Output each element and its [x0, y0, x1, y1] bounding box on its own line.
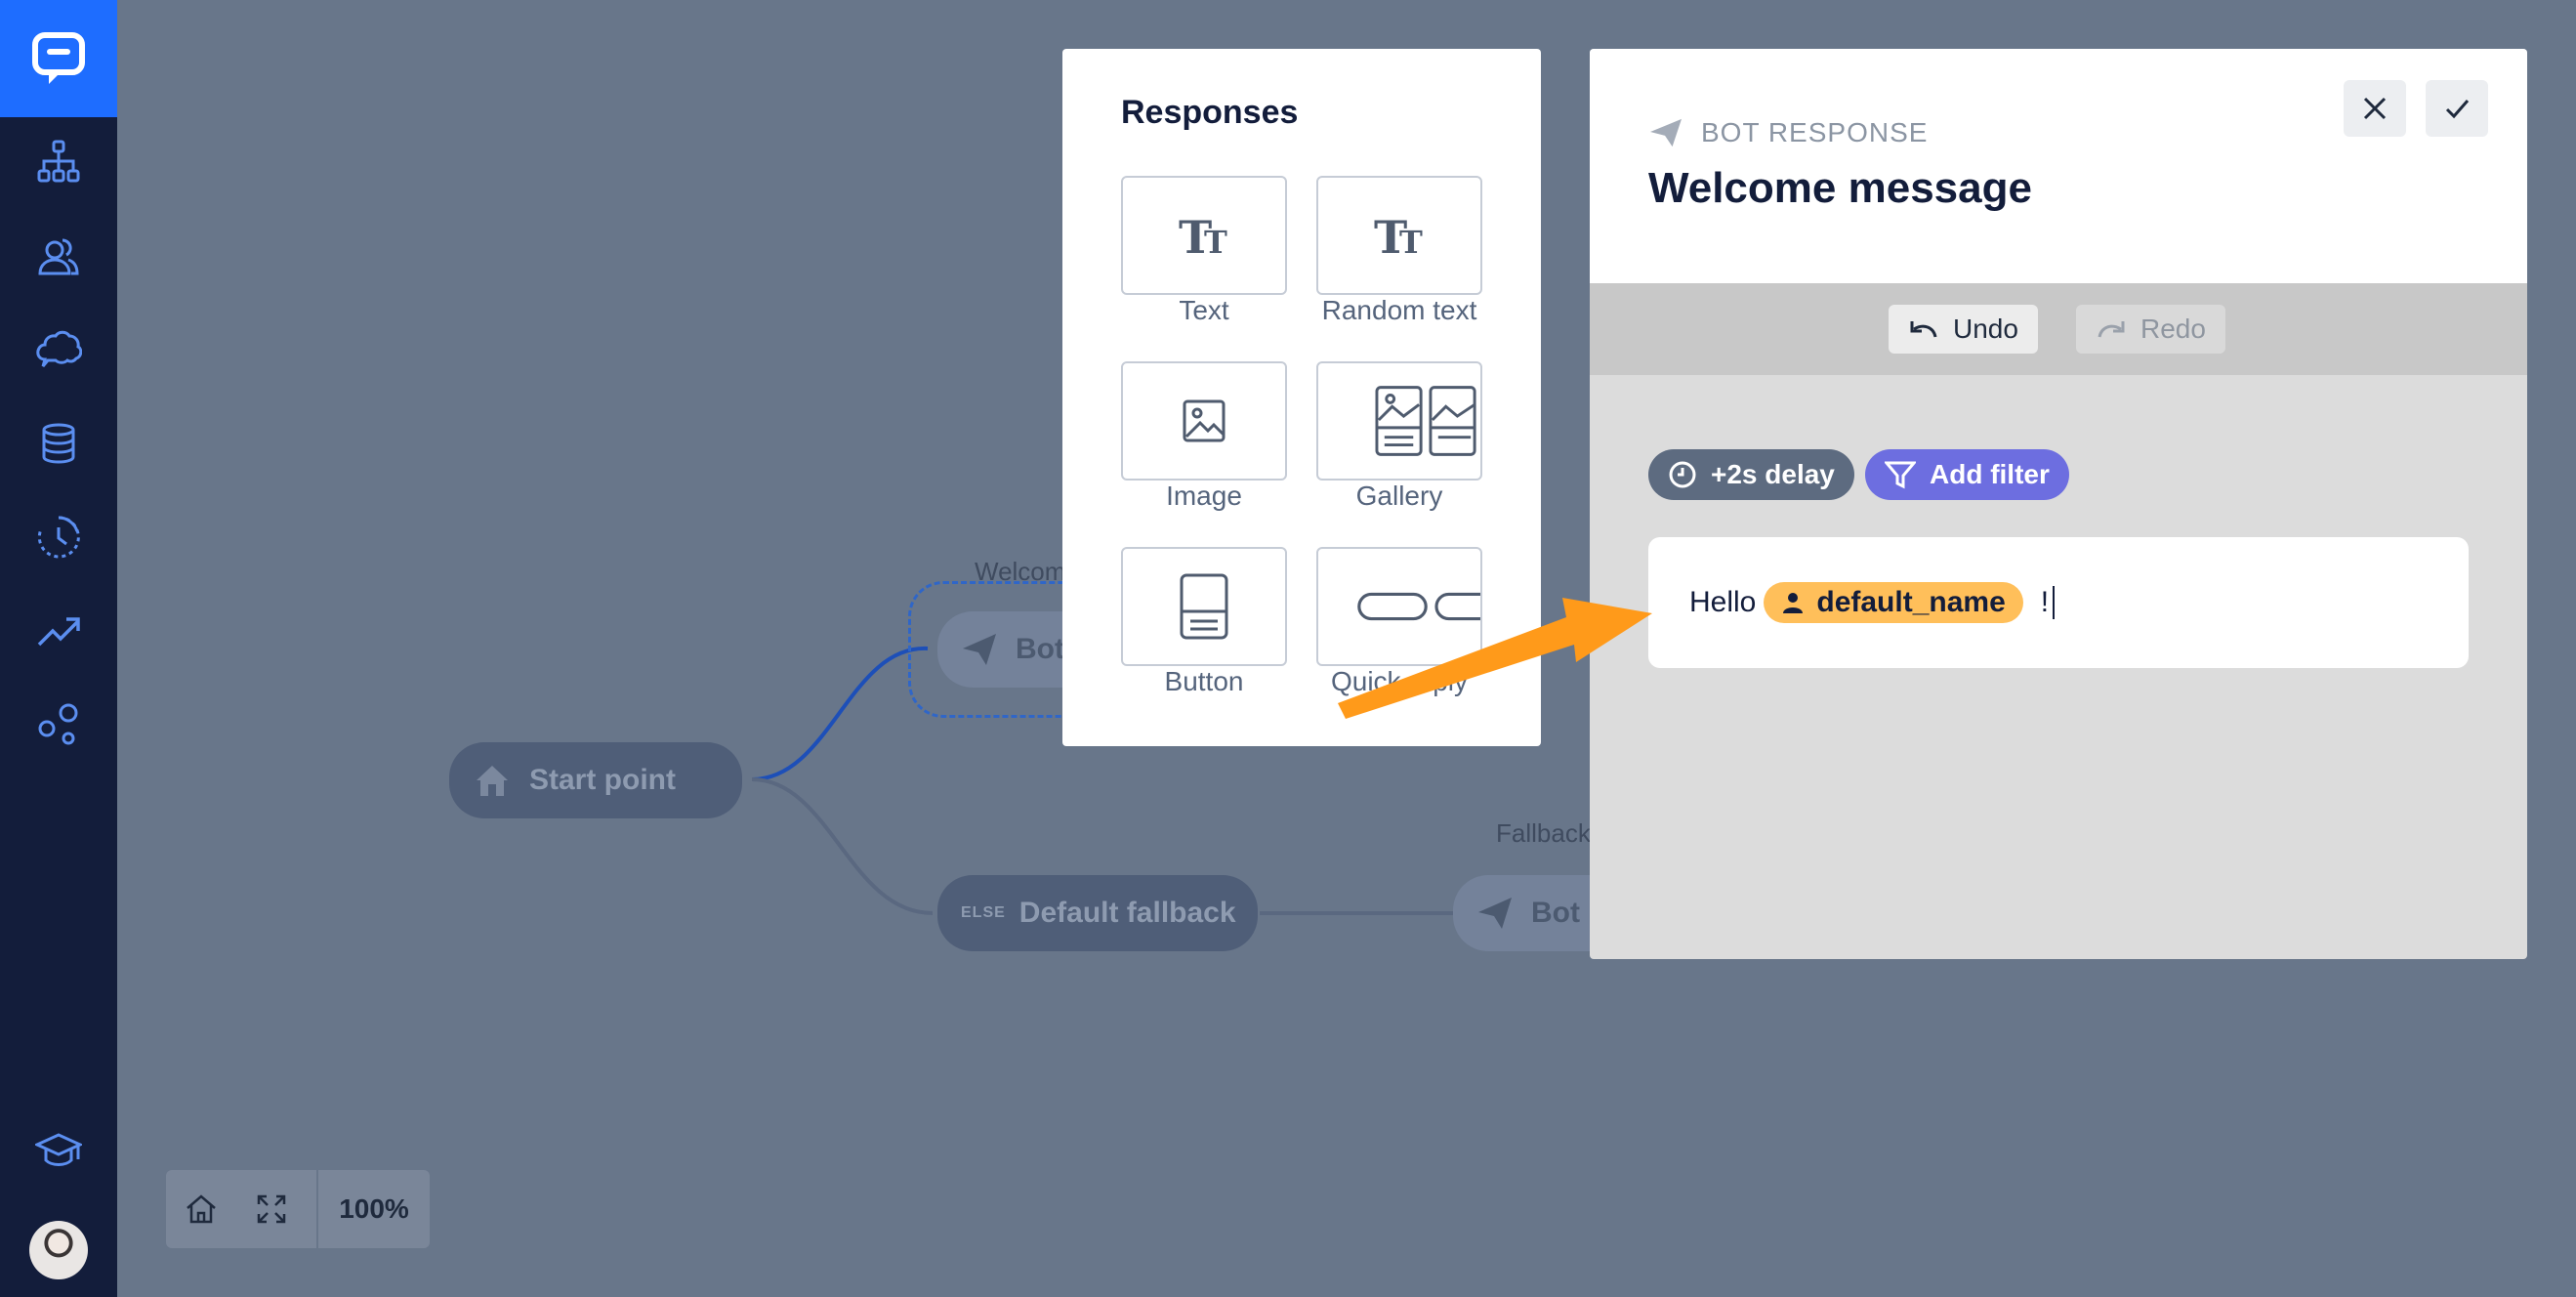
home-icon — [187, 1194, 216, 1224]
button-icon — [1180, 573, 1228, 640]
response-label-text: Text — [1179, 295, 1229, 325]
send-icon — [1650, 118, 1682, 147]
delay-label: +2s delay — [1711, 459, 1835, 489]
svg-text:T: T — [1179, 211, 1212, 263]
start-point-node[interactable]: Start point — [449, 742, 742, 818]
close-icon — [2363, 97, 2387, 120]
bot-node-label: Bot — [1531, 897, 1580, 929]
users-icon[interactable] — [29, 227, 88, 285]
response-label-random-text: Random text — [1321, 295, 1477, 325]
svg-text:T: T — [1204, 224, 1227, 261]
start-point-label: Start point — [529, 764, 676, 796]
expand-icon — [257, 1194, 286, 1224]
responses-panel: Responses T T Text T T Random text Image… — [1062, 49, 1541, 746]
database-icon[interactable] — [29, 414, 88, 473]
else-tag: ELSE — [961, 904, 1006, 921]
default-fallback-label: Default fallback — [1018, 897, 1236, 929]
delay-pill[interactable]: +2s delay — [1648, 449, 1854, 500]
responses-title: Responses — [1121, 94, 1299, 131]
add-filter-label: Add filter — [1930, 459, 2050, 489]
close-button[interactable] — [2344, 80, 2406, 137]
message-suffix: ! — [2040, 586, 2050, 618]
history-icon[interactable] — [29, 508, 88, 566]
chat-logo-icon[interactable] — [0, 0, 117, 117]
response-tile-image[interactable] — [1121, 361, 1287, 481]
add-filter-button[interactable]: Add filter — [1865, 449, 2069, 500]
redo-button[interactable]: Redo — [2076, 305, 2225, 354]
response-tile-button[interactable] — [1121, 547, 1287, 666]
variable-name: default_name — [1816, 586, 2006, 618]
editor-header: BOT RESPONSE Welcome message — [1590, 49, 2527, 283]
filter-icon — [1885, 461, 1916, 489]
response-tile-quick-reply[interactable] — [1316, 547, 1482, 666]
brain-icon[interactable] — [29, 320, 88, 379]
image-icon — [1183, 399, 1226, 442]
bot-node-label: Bot — [1016, 633, 1064, 665]
zoom-divider — [316, 1170, 318, 1248]
sidebar — [0, 0, 117, 1297]
send-icon — [963, 634, 996, 665]
user-avatar[interactable] — [29, 1221, 88, 1279]
response-tile-text[interactable]: T T — [1121, 176, 1287, 295]
text-cursor — [2053, 586, 2056, 619]
editor-kicker-label: BOT RESPONSE — [1701, 117, 1929, 147]
response-tile-random-text[interactable]: T T — [1316, 176, 1482, 295]
home-view-button[interactable] — [166, 1170, 236, 1248]
redo-label: Redo — [2140, 314, 2206, 344]
fit-screen-button[interactable] — [236, 1170, 307, 1248]
editor-toolbar: Undo Redo — [1590, 283, 2527, 375]
response-label-image: Image — [1166, 481, 1242, 511]
random-text-icon: T T — [1374, 211, 1423, 263]
variable-chip[interactable]: default_name — [1764, 582, 2023, 623]
undo-icon — [1910, 321, 1937, 338]
quick-reply-icon — [1357, 592, 1480, 621]
svg-text:T: T — [1374, 211, 1407, 263]
clock-icon — [1669, 461, 1696, 488]
undo-label: Undo — [1953, 314, 2018, 344]
chat-bubble-icon — [32, 32, 85, 84]
send-icon — [1478, 898, 1512, 929]
text-icon: T T — [1179, 211, 1227, 263]
redo-icon — [2098, 321, 2125, 338]
confirm-button[interactable] — [2426, 80, 2488, 137]
integrations-icon[interactable] — [29, 695, 88, 754]
fallback-label: Fallback — [1496, 818, 1591, 848]
bot-response-editor: BOT RESPONSE Welcome message Undo Redo — [1590, 49, 2527, 959]
stories-icon[interactable] — [29, 132, 88, 190]
response-label-quick-reply: Quick reply — [1330, 666, 1469, 696]
message-input[interactable]: Hello default_name ! — [1648, 537, 2469, 668]
response-tile-gallery[interactable] — [1316, 361, 1482, 481]
default-fallback-node[interactable]: ELSE Default fallback — [937, 875, 1258, 951]
svg-text:T: T — [1399, 224, 1423, 261]
person-icon — [1783, 593, 1804, 613]
academy-icon[interactable] — [29, 1121, 88, 1180]
zoom-controls: 100% — [166, 1170, 430, 1248]
editor-title: Welcome message — [1648, 164, 2032, 212]
check-icon — [2445, 100, 2470, 119]
message-prefix: Hello — [1689, 586, 1757, 618]
home-icon — [477, 766, 508, 796]
editor-kicker: BOT RESPONSE — [1648, 117, 1928, 148]
analytics-icon[interactable] — [29, 602, 88, 660]
response-label-button: Button — [1164, 666, 1244, 696]
response-label-gallery: Gallery — [1355, 481, 1443, 511]
undo-button[interactable]: Undo — [1889, 305, 2038, 354]
zoom-level[interactable]: 100% — [339, 1193, 409, 1224]
gallery-icon — [1375, 386, 1476, 456]
